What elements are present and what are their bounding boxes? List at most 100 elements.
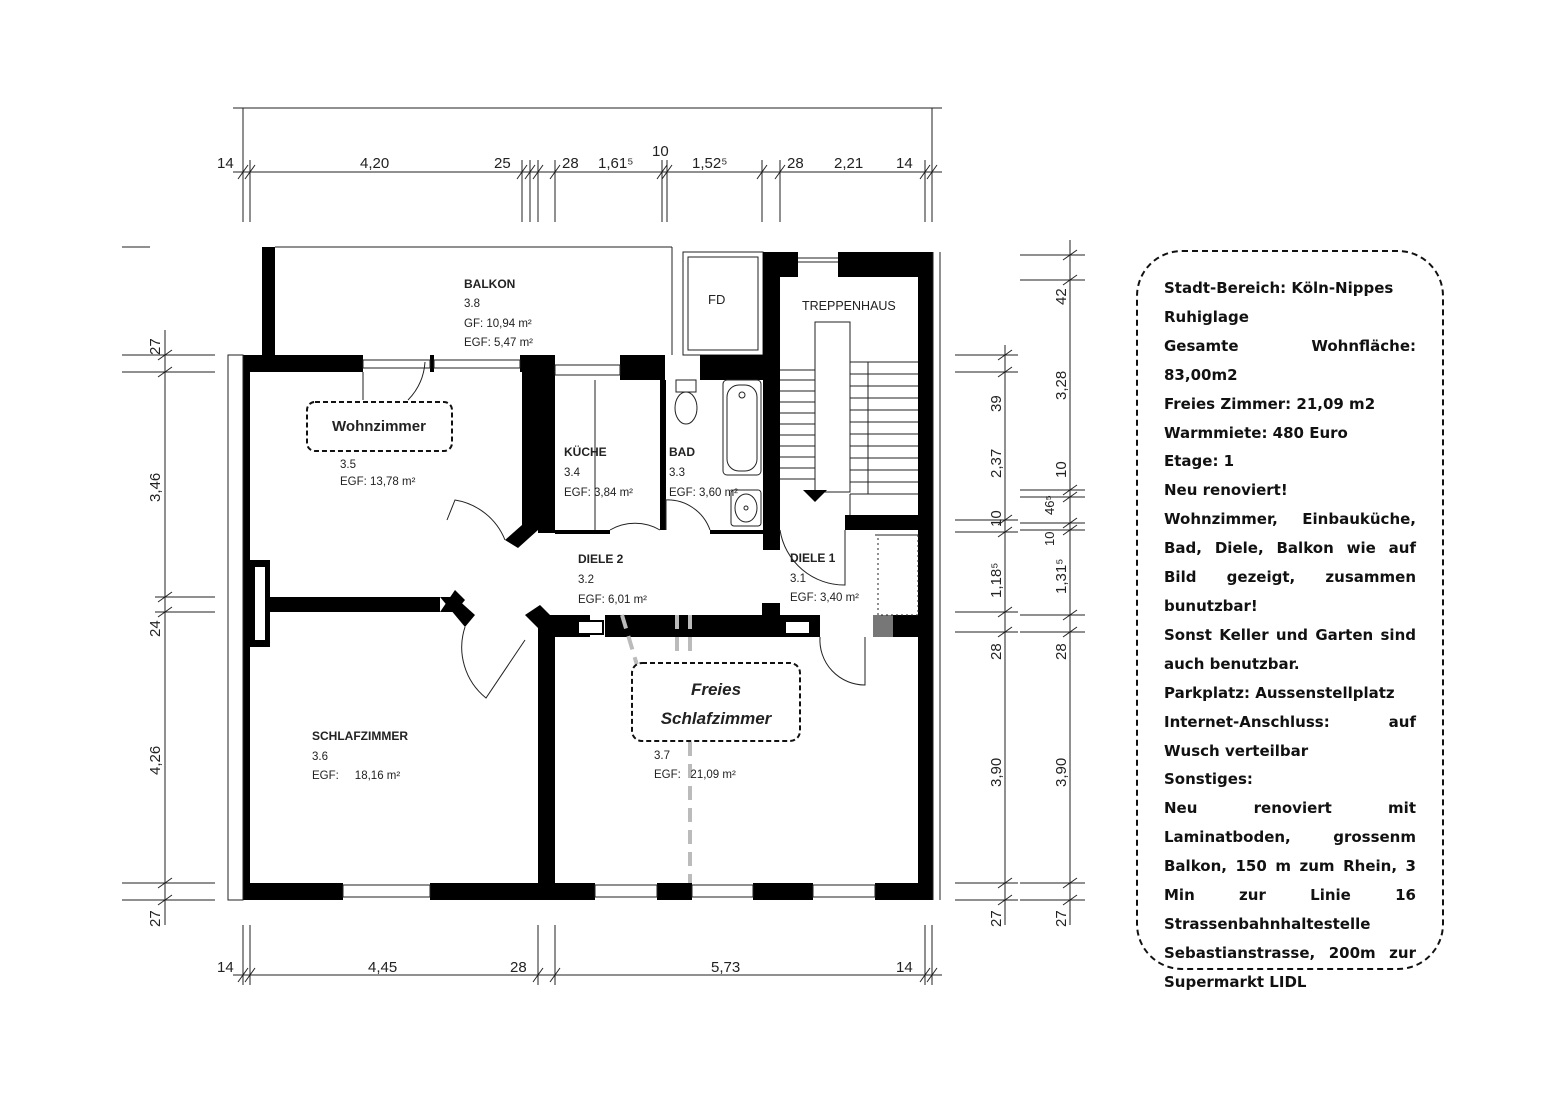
dim-left-426: 4,26	[147, 746, 164, 775]
dim-top-28b: 28	[787, 155, 804, 172]
dim-right-a-237: 2,37	[988, 449, 1005, 478]
outer-boundary	[227, 252, 941, 901]
right-dimension-chain-b	[1020, 240, 1085, 925]
info-etage: Etage: 1	[1164, 452, 1235, 471]
dim-top-14a: 14	[217, 155, 234, 172]
diele1-egf: EGF: 3,40 m²	[790, 592, 859, 604]
dim-right-b-390: 3,90	[1053, 758, 1070, 787]
diele2-name: DIELE 2	[578, 552, 624, 566]
dim-top-221: 2,21	[834, 155, 863, 172]
callout-freies-schlafzimmer: Freies Schlafzimmer	[631, 662, 801, 742]
treppenhaus-label: TREPPENHAUS	[802, 299, 896, 313]
door-swings	[362, 361, 919, 699]
dim-bottom-445: 4,45	[368, 959, 397, 976]
kueche-name: KÜCHE	[564, 444, 607, 459]
left-dimension-labels: 27 3,46 24 4,26 27	[147, 338, 164, 927]
fd-label: FD	[708, 292, 725, 307]
info-keller-garten: Sonst Keller und Garten sind auch benutz…	[1164, 625, 1416, 673]
balcony-side-wall	[262, 247, 275, 357]
right-dimension-chain-a	[955, 345, 1018, 925]
floor-plan: 14 4,20 25 28 1,61⁵ 10 1,52⁵ 28 2,21 14 …	[122, 107, 1085, 985]
callout-wohnzimmer-text: Wohnzimmer	[332, 418, 426, 435]
room-diele1: DIELE 1 3.1 EGF: 3,40 m²	[790, 551, 859, 604]
diele2-egf: EGF: 6,01 m²	[578, 594, 647, 606]
info-neu-renoviert: Neu renoviert!	[1164, 481, 1288, 500]
room-bad: BAD 3.3 EGF: 3,60 m²	[669, 445, 738, 499]
balkon-number: 3.8	[464, 298, 480, 310]
info-gemeinsame-raeume: Wohnzimmer, Einbauküche, Bad, Diele, Bal…	[1164, 510, 1416, 615]
room-balkon: BALKON 3.8 GF: 10,94 m² EGF: 5,47 m²	[464, 277, 533, 349]
freies-number: 3.7	[654, 750, 670, 762]
callout-freies-line1: Freies	[691, 680, 741, 699]
dim-right-a-28: 28	[988, 643, 1005, 660]
dim-right-b-27: 27	[1053, 910, 1070, 927]
left-dimension-chain	[122, 246, 215, 925]
dim-right-b-465: 46⁵	[1042, 495, 1057, 515]
room-wohnzimmer: 3.5 EGF: 13,78 m²	[340, 459, 416, 488]
room-freies-schlafzimmer: 3.7 EGF: 21,09 m²	[654, 750, 736, 781]
dim-top-420: 4,20	[360, 155, 389, 172]
diele1-name: DIELE 1	[790, 551, 836, 565]
stairwell-walls	[763, 252, 933, 900]
callout-wohnzimmer: Wohnzimmer	[306, 401, 453, 452]
left-wall-window	[250, 560, 270, 647]
dim-top-28a: 28	[562, 155, 579, 172]
dim-top-1525: 1,52⁵	[692, 155, 727, 172]
balcony-outline	[275, 246, 673, 355]
bad-name: BAD	[669, 445, 695, 459]
right-dimension-labels: 39 2,37 10 1,18⁵ 28 3,90 27 42 3,28 10 4…	[988, 288, 1070, 927]
kueche-number: 3.4	[564, 467, 581, 479]
info-ruhiglage: Ruhiglage	[1164, 307, 1249, 326]
dim-bottom-14b: 14	[896, 959, 913, 976]
info-internet: Internet-Anschluss: auf Wusch verteilbar	[1164, 712, 1416, 760]
dim-right-b-42: 42	[1053, 288, 1070, 305]
freies-egf: EGF: 21,09 m²	[654, 769, 736, 781]
schlafzimmer-name: SCHLAFZIMMER	[312, 729, 408, 743]
info-freies-zimmer: Freies Zimmer: 21,09 m2	[1164, 394, 1376, 413]
info-sonstiges-heading: Sonstiges:	[1164, 770, 1253, 789]
top-dimension-chain	[233, 107, 942, 222]
dim-right-b-328: 3,28	[1053, 371, 1070, 400]
dim-bottom-28: 28	[510, 959, 527, 976]
room-diele2: DIELE 2 3.2 EGF: 6,01 m²	[578, 552, 647, 606]
dim-right-b-1315: 1,31⁵	[1053, 559, 1070, 594]
dim-right-a-1185: 1,18⁵	[988, 563, 1005, 598]
dim-top-10: 10	[652, 143, 669, 160]
dim-left-346: 3,46	[147, 473, 164, 502]
bathroom-fixtures	[674, 379, 762, 527]
dim-right-a-27: 27	[988, 910, 1005, 927]
dim-right-a-390: 3,90	[988, 758, 1005, 787]
dim-left-24: 24	[147, 620, 164, 637]
dim-right-b-10b: 10	[1042, 532, 1057, 546]
room-schlafzimmer: SCHLAFZIMMER 3.6 EGF: 18,16 m²	[312, 729, 408, 782]
partition-dashes	[620, 614, 692, 883]
bottom-dimension-chain	[233, 925, 942, 985]
info-sonstiges-text: Neu renoviert mit Laminatboden, grossenm…	[1164, 799, 1416, 991]
top-dimension-labels: 14 4,20 25 28 1,61⁵ 10 1,52⁵ 28 2,21 14	[217, 143, 913, 172]
room-kueche: KÜCHE 3.4 EGF: 3,84 m²	[564, 444, 633, 499]
dim-left-27b: 27	[147, 910, 164, 927]
info-parkplatz: Parkplatz: Aussenstellplatz	[1164, 683, 1395, 702]
dim-bottom-573: 5,73	[711, 959, 740, 976]
balkon-name: BALKON	[464, 277, 515, 291]
dim-right-b-10a: 10	[1053, 461, 1070, 478]
bottom-dimension-labels: 14 4,45 28 5,73 14	[217, 959, 913, 976]
diele2-number: 3.2	[578, 574, 594, 586]
chimney-blocks	[577, 615, 893, 637]
dim-right-a-10: 10	[988, 510, 1005, 527]
stairs	[780, 321, 918, 515]
info-wohnflaeche: Gesamte Wohnfläche: 83,00m2	[1164, 336, 1416, 384]
dim-left-27a: 27	[147, 338, 164, 355]
diagonal-walls	[440, 525, 555, 630]
wohnzimmer-egf: EGF: 13,78 m²	[340, 476, 416, 488]
balkon-egf: EGF: 5,47 m²	[464, 337, 533, 349]
balkon-gf: GF: 10,94 m²	[464, 318, 532, 330]
dim-top-14b: 14	[896, 155, 913, 172]
apartment-walls	[243, 355, 933, 900]
schlafzimmer-number: 3.6	[312, 751, 328, 763]
dim-right-b-28: 28	[1053, 643, 1070, 660]
kueche-egf: EGF: 3,84 m²	[564, 487, 633, 499]
dim-top-25: 25	[494, 155, 511, 172]
bad-number: 3.3	[669, 467, 685, 479]
info-stadtbereich: Stadt-Bereich: Köln-Nippes	[1164, 279, 1394, 297]
